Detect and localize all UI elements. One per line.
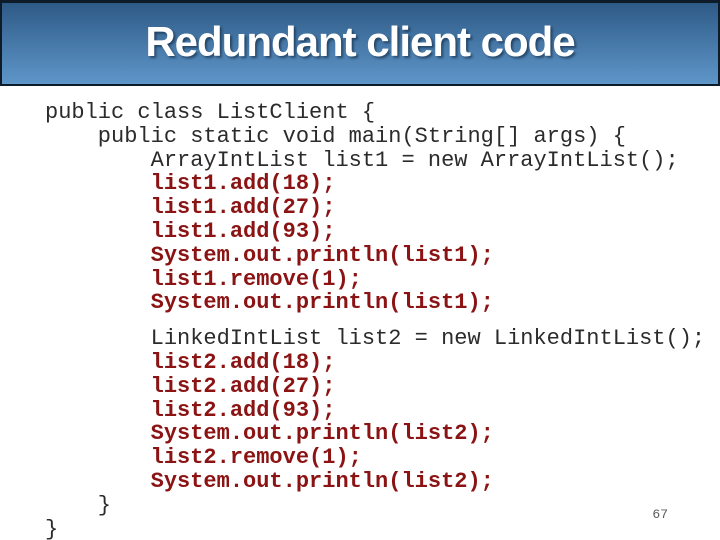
- code-line: System.out.println(list2);: [45, 468, 494, 494]
- code-line: }: [45, 492, 112, 518]
- code-line: }: [45, 516, 59, 540]
- page-number: 67: [652, 507, 668, 522]
- code-line: System.out.println(list2);: [45, 421, 494, 447]
- code-line: list2.remove(1);: [45, 445, 362, 471]
- code-line: list1.add(93);: [45, 218, 336, 244]
- code-line: System.out.println(list1);: [45, 242, 494, 268]
- title-banner: Redundant client code: [0, 0, 720, 86]
- code-line: list1.add(18);: [45, 171, 336, 197]
- code-line: list2.add(27);: [45, 373, 336, 399]
- code-line: public static void main(String[] args) {: [45, 123, 626, 149]
- code-line: list1.add(27);: [45, 195, 336, 221]
- code-line: public class ListClient {: [45, 100, 376, 125]
- code-line: list2.add(93);: [45, 397, 336, 423]
- code-line: list1.remove(1);: [45, 266, 362, 292]
- code-line: ArrayIntList list1 = new ArrayIntList();: [45, 147, 679, 173]
- code-line: System.out.println(list1);: [45, 290, 494, 316]
- slide-title: Redundant client code: [145, 17, 575, 65]
- code-block: public class ListClient { public static …: [0, 101, 720, 540]
- code-line: LinkedIntList list2 = new LinkedIntList(…: [45, 326, 706, 352]
- code-line: list2.add(18);: [45, 349, 336, 375]
